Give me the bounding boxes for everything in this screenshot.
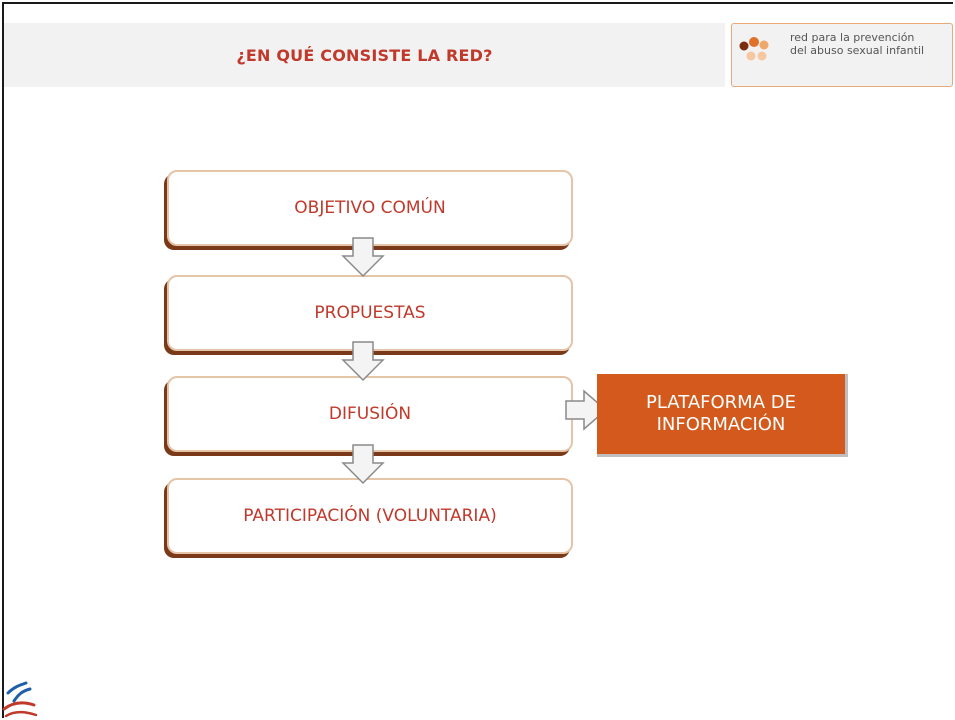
flow-step-participacion: PARTICIPACIÓN (VOLUNTARIA) <box>167 478 573 554</box>
flow-step-objetivo: OBJETIVO COMÚN <box>167 170 573 246</box>
logo-text: red para la prevención del abuso sexual … <box>790 31 950 57</box>
right-arrow-icon <box>565 389 608 431</box>
logo-dot-orange <box>749 37 759 47</box>
logo-line-2: del abuso sexual infantil <box>790 44 925 57</box>
logo-dot-pale-2 <box>757 51 767 61</box>
header-bar: ¿EN QUÉ CONSISTE LA RED? <box>4 23 725 87</box>
slide-title: ¿EN QUÉ CONSISTE LA RED? <box>236 45 493 65</box>
footer-logo-icon <box>2 681 38 718</box>
logo-dot-dark <box>739 41 749 51</box>
flow-step-difusion: DIFUSIÓN <box>167 376 573 452</box>
logo-line-1: red para la prevención <box>790 31 915 44</box>
information-platform-box: PLATAFORMA DE INFORMACIÓN <box>597 374 848 457</box>
logo-dots-icon <box>739 37 769 61</box>
logo-dot-pale-1 <box>746 51 756 61</box>
organization-logo: red para la prevención del abuso sexual … <box>731 23 953 87</box>
down-arrow-icon <box>341 237 385 278</box>
logo-dot-light-orange <box>759 40 769 50</box>
down-arrow-icon <box>341 341 385 382</box>
down-arrow-icon <box>341 444 385 485</box>
flow-step-propuestas: PROPUESTAS <box>167 275 573 351</box>
